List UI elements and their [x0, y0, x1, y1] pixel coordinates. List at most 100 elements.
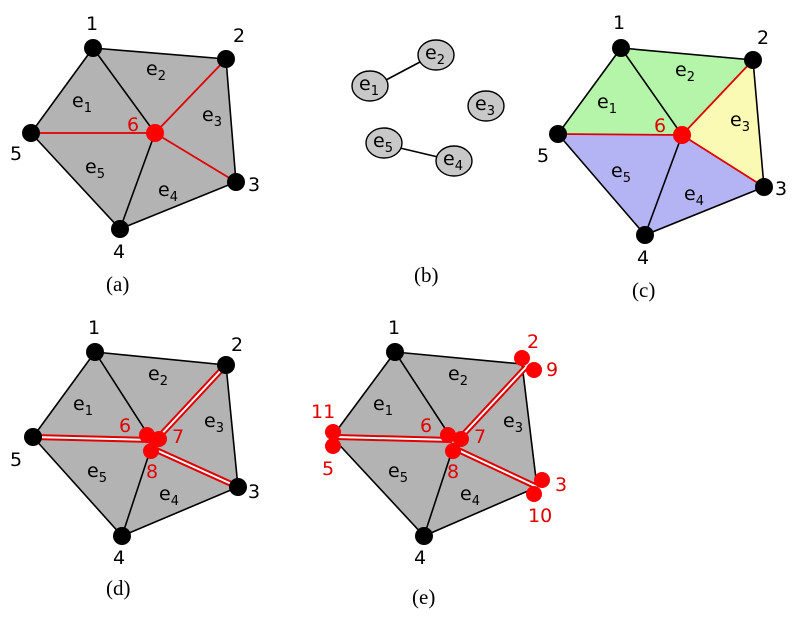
panel-d-node-7: [151, 431, 167, 447]
panel-c-element-e5: e5: [611, 160, 631, 186]
panel-a-node-3: [227, 173, 245, 191]
panel-b-label-e1: e1: [359, 73, 379, 99]
panel-c-node-6-label: 6: [654, 115, 666, 137]
panel-e-node-11-label: 11: [311, 401, 335, 423]
panel-d-node-3: [229, 478, 247, 496]
panel-e-edge-4-8: [423, 450, 453, 537]
panel-e-pentagon: [330, 351, 538, 537]
panel-d-element-e1: e1: [73, 393, 93, 419]
panel-e-node-5-label: 5: [322, 458, 334, 480]
panel-d-node-8-label: 8: [146, 461, 158, 483]
panel-a-edge-1-6: [92, 47, 156, 134]
panel-e-node-4: [415, 527, 433, 545]
panel-e-split-2-inner: [459, 366, 527, 439]
panel-c-region-blue: [558, 134, 764, 235]
panel-e-node-3: [534, 472, 550, 488]
panel-a-node-2: [217, 50, 235, 68]
panel-c-node-4: [636, 226, 654, 244]
panel-a-node-4: [111, 220, 129, 238]
panel-c-edge-3-6: [681, 134, 765, 188]
panel-e-node-9-label: 9: [546, 359, 558, 381]
panel-d-element-e3: e3: [204, 410, 224, 436]
panel-c-node-3: [755, 178, 773, 196]
panel-b-label-e5: e5: [373, 130, 393, 156]
panel-e-edge-1-6: [394, 351, 449, 434]
panel-b-oval-e3: [467, 90, 505, 122]
panel-e-node-3-label: 3: [555, 474, 567, 496]
panel-b-link-e5-e4: [399, 147, 439, 158]
panel-d-edge-4-8: [121, 450, 151, 537]
panel-c: 1 2 3 4 5 6 e1 e2 e3 e4 e5 (c): [537, 12, 787, 302]
panel-e-node-8: [445, 443, 461, 459]
panel-e-node-8-label: 8: [447, 461, 459, 483]
panel-a-node-2-label: 2: [233, 25, 245, 47]
panel-c-element-e3: e3: [730, 109, 750, 135]
panel-e-node-10: [526, 486, 542, 502]
panel-c-node-3-label: 3: [775, 178, 787, 200]
panel-c-element-e2: e2: [675, 59, 695, 85]
panel-d-node-8: [143, 443, 159, 459]
panel-e-node-9: [526, 362, 542, 378]
panel-a-pentagon: [29, 47, 237, 230]
panel-e-element-e2: e2: [448, 363, 468, 389]
panel-a-element-e3: e3: [202, 104, 222, 130]
panel-c-element-e1: e1: [597, 91, 617, 117]
panel-c-edge-5-6: [557, 133, 683, 136]
panel-b-oval-e1: [351, 70, 389, 102]
panel-b-oval-e4: [435, 145, 473, 177]
panel-c-element-e4: e4: [684, 183, 704, 209]
panel-d-node-4-label: 4: [113, 547, 125, 569]
panel-d-node-3-label: 3: [248, 481, 260, 503]
panel-a-node-5-label: 5: [10, 143, 22, 165]
panel-a-caption: (a): [106, 272, 129, 296]
panel-d-node-2: [217, 356, 235, 374]
panel-c-node-2: [744, 51, 762, 69]
panel-b-link-e1-e2: [385, 61, 421, 81]
panel-b-oval-e5: [365, 127, 403, 159]
panel-a-node-4-label: 4: [113, 241, 125, 263]
panel-e-caption: (e): [412, 585, 435, 609]
panel-d-caption: (d): [106, 576, 131, 600]
panel-c-caption: (c): [632, 278, 655, 302]
panel-d-node-1-label: 1: [88, 317, 100, 339]
panel-a-node-3-label: 3: [248, 174, 260, 196]
panel-a-node-5: [22, 124, 40, 142]
panel-b-label-e3: e3: [475, 93, 495, 119]
panel-b-label-e4: e4: [443, 148, 463, 174]
panel-d-node-4: [113, 527, 131, 545]
panel-b-label-e2: e2: [425, 42, 445, 68]
panel-d-node-1: [86, 343, 104, 361]
panel-e-node-2-label: 2: [527, 331, 539, 353]
panel-d-node-6-label: 6: [119, 415, 131, 437]
panel-c-pentagon-outline: [556, 47, 765, 236]
panel-d-node-5: [24, 428, 42, 446]
panel-c-edge-4-6: [644, 134, 683, 236]
panel-c-edge-2-6: [681, 59, 754, 136]
panel-e-node-7-label: 7: [474, 426, 486, 448]
panel-a-edge-4-6: [119, 132, 156, 230]
panel-c-region-yellow: [682, 60, 764, 187]
panel-b: e1 e2 e3 e5 e4 (b): [351, 39, 505, 287]
panel-d-split-3-inner: [153, 448, 239, 488]
panel-a-element-e1: e1: [72, 90, 92, 116]
panel-a-element-e5: e5: [85, 156, 105, 182]
panel-e-element-e3: e3: [503, 410, 523, 436]
panel-e: 1 2 3 4 5 6 7 8 9 10 11 e1 e2 e3 e4 e5 (…: [311, 317, 567, 609]
panel-a-node-6-label: 6: [127, 114, 139, 136]
panel-d-split-5-inner: [32, 436, 153, 441]
panel-d: 1 2 3 4 5 6 7 8 e1 e2 e3 e4 e5 (d): [10, 317, 260, 600]
panel-e-split-3-inner: [455, 448, 538, 488]
panel-d-edge-1-6: [94, 351, 148, 434]
panel-c-node-1-label: 1: [613, 12, 625, 34]
panel-e-node-6: [440, 427, 456, 443]
panel-b-oval-e2: [417, 39, 455, 71]
panel-e-element-e5: e5: [388, 460, 408, 486]
panel-c-node-5-label: 5: [537, 145, 549, 167]
panel-d-node-5-label: 5: [10, 449, 22, 471]
panel-e-node-4-label: 4: [414, 547, 426, 569]
panel-e-element-e1: e1: [373, 393, 393, 419]
panel-e-node-7: [453, 431, 469, 447]
panel-a-element-e4: e4: [158, 179, 178, 205]
panel-c-region-green: [558, 48, 753, 135]
